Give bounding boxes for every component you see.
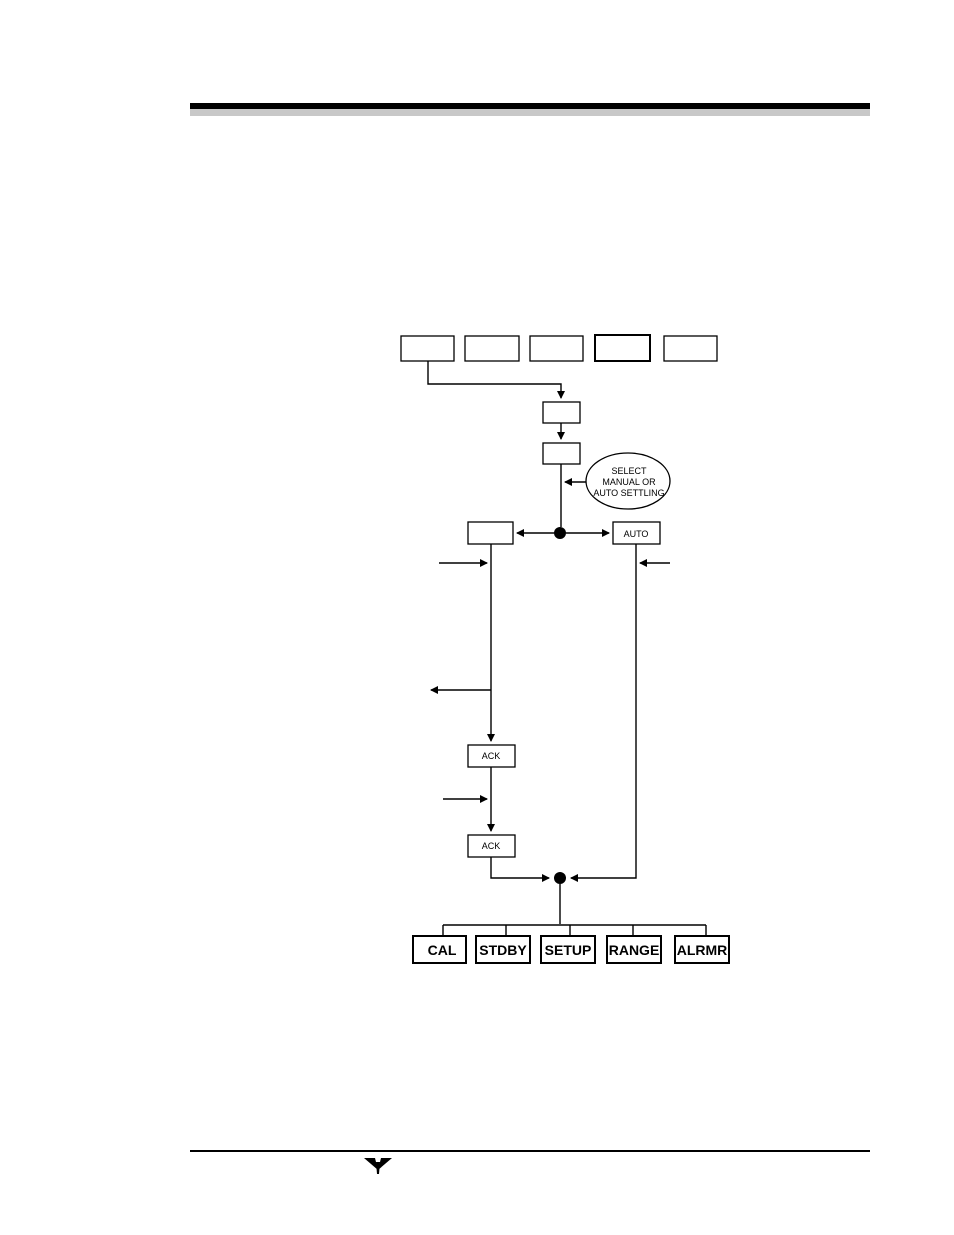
- menu-box-stdby: [475, 935, 531, 964]
- menu-box-alrmr: [674, 935, 730, 964]
- menu-box-range: [606, 935, 662, 964]
- select-note-ellipse: [585, 452, 671, 510]
- menu-label-alrmr: ALRMR: [677, 942, 728, 958]
- manual-merge-line: [490, 857, 550, 882]
- select-note-line1: SELECT: [611, 466, 647, 476]
- junction-dot-bottom: [554, 872, 566, 884]
- teledyne-logo-icon: [364, 1158, 392, 1174]
- ack-label-2: ACK: [482, 841, 501, 851]
- key-box-4: [594, 334, 651, 362]
- manual-box: [467, 521, 514, 545]
- footer-rule: [190, 1150, 870, 1152]
- key-box-5: [663, 335, 718, 362]
- menu-box-setup: [540, 935, 596, 964]
- ack-label-1: ACK: [482, 751, 501, 761]
- step-box-2: [542, 442, 581, 465]
- key-box-2: [464, 335, 520, 362]
- key-box-1: [400, 335, 455, 362]
- junction-dot-top: [554, 527, 566, 539]
- menu-box-cal: [412, 935, 467, 964]
- select-note-line3: AUTO SETTLING: [593, 488, 664, 498]
- menu-label-range: RANGE: [609, 942, 660, 958]
- auto-label: AUTO: [624, 529, 649, 539]
- step-box-1: [542, 401, 581, 424]
- header-rule: [190, 103, 870, 109]
- menu-label-cal: CAL: [428, 942, 457, 958]
- menu-label-stdby: STDBY: [479, 942, 527, 958]
- auto-path-line: [570, 544, 637, 882]
- header-shade: [190, 109, 870, 116]
- select-note-line2: MANUAL OR: [602, 477, 656, 487]
- key-box-3: [529, 335, 584, 362]
- flow-line-start: [427, 361, 565, 399]
- menu-label-setup: SETUP: [545, 942, 592, 958]
